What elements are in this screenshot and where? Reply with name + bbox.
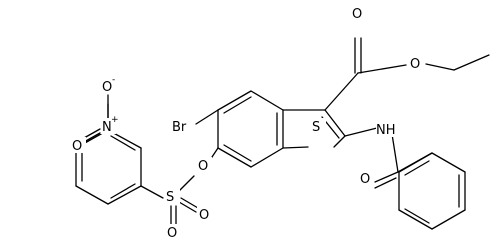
br-bond xyxy=(195,109,219,125)
atom-o-ester-ether: O xyxy=(410,57,420,72)
atom-o-ester-carbonyl: O xyxy=(352,7,362,22)
atom-o-sulfonate: O xyxy=(198,159,208,174)
atom-nh: NH xyxy=(376,123,396,138)
charge-minus: - xyxy=(112,75,115,85)
benzo-ring xyxy=(217,90,284,168)
atom-s-sulfonyl: S xyxy=(166,190,174,205)
atom-o-sulfonyl-left: O xyxy=(167,226,177,241)
ester-bonds xyxy=(324,37,490,111)
atom-o-nitro-left: O xyxy=(72,139,82,154)
nitrophenyl-ring xyxy=(75,129,142,205)
n-o-double xyxy=(83,132,101,143)
atom-n-nitro: N xyxy=(102,120,112,135)
atom-o-nitro-top: O xyxy=(102,80,112,95)
benzoyl-phenyl-ring xyxy=(398,152,466,230)
charge-plus: + xyxy=(111,115,119,125)
thiophene-ring xyxy=(282,109,346,149)
atom-s-ring: S xyxy=(312,120,320,135)
atom-o-sulfonyl-right: O xyxy=(199,208,209,223)
atom-br: Br xyxy=(172,120,187,135)
atom-o-amide: O xyxy=(360,172,370,187)
n-o-single xyxy=(83,128,101,139)
